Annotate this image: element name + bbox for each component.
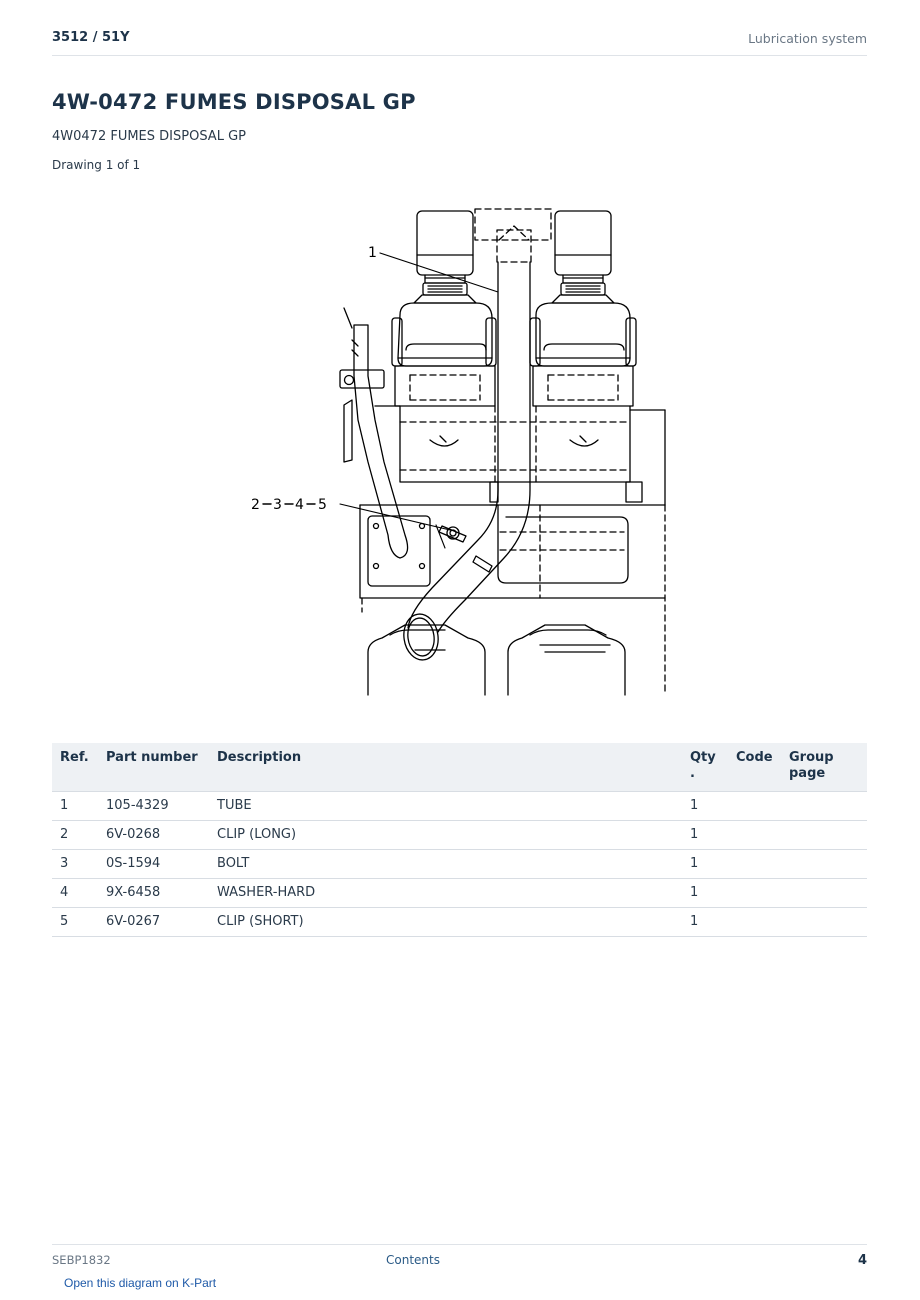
col-part-number: Part number bbox=[98, 743, 209, 792]
cell-qty: 1 bbox=[682, 849, 728, 879]
cell-code bbox=[728, 791, 781, 821]
callout-1: 1 bbox=[368, 245, 377, 261]
cell-description: TUBE bbox=[209, 791, 682, 821]
cell-ref: 3 bbox=[52, 849, 98, 879]
right-valve-cover bbox=[529, 302, 637, 407]
engine-block-front bbox=[359, 504, 666, 696]
cell-group-page bbox=[781, 878, 867, 908]
page-subtitle: 4W0472 FUMES DISPOSAL GP bbox=[52, 129, 246, 144]
table-header-row: Ref. Part number Description Qty. Code G… bbox=[52, 743, 867, 792]
cell-part-number: 6V-0267 bbox=[98, 907, 209, 937]
left-side-hose bbox=[339, 307, 409, 559]
cell-code bbox=[728, 878, 781, 908]
drawing-count: Drawing 1 of 1 bbox=[52, 158, 141, 172]
cell-description: BOLT bbox=[209, 849, 682, 879]
cell-description: WASHER-HARD bbox=[209, 878, 682, 908]
col-qty: Qty. bbox=[682, 743, 728, 792]
tee-connector bbox=[474, 208, 552, 263]
parts-diagram: 1 2 3 4 5 bbox=[251, 208, 666, 696]
col-ref: Ref. bbox=[52, 743, 98, 792]
open-kpart-link[interactable]: Open this diagram on K-Part bbox=[64, 1276, 217, 1290]
cell-part-number: 0S-1594 bbox=[98, 849, 209, 879]
cell-ref: 5 bbox=[52, 907, 98, 937]
cell-description: CLIP (LONG) bbox=[209, 820, 682, 850]
leader-line-2-5 bbox=[339, 503, 451, 531]
cell-ref: 2 bbox=[52, 820, 98, 850]
crankcase-lower bbox=[367, 624, 626, 696]
cell-group-page bbox=[781, 820, 867, 850]
cell-group-page bbox=[781, 907, 867, 937]
right-breather-filter bbox=[551, 210, 615, 304]
page-header: 3512 / 51Y Lubrication system bbox=[52, 28, 867, 56]
page-title: 4W-0472 FUMES DISPOSAL GP bbox=[52, 90, 416, 114]
cell-qty: 1 bbox=[682, 820, 728, 850]
cell-qty: 1 bbox=[682, 907, 728, 937]
cell-code bbox=[728, 849, 781, 879]
cell-qty: 1 bbox=[682, 791, 728, 821]
cell-ref: 1 bbox=[52, 791, 98, 821]
section-label: Lubrication system bbox=[748, 31, 867, 46]
page-number: 4 bbox=[857, 1253, 867, 1268]
cell-group-page bbox=[781, 791, 867, 821]
footer-divider bbox=[52, 1244, 867, 1245]
cylinder-head bbox=[374, 405, 666, 506]
main-tube bbox=[403, 261, 531, 661]
cell-part-number: 105-4329 bbox=[98, 791, 209, 821]
document-id: SEBP1832 bbox=[52, 1253, 111, 1267]
left-valve-cover bbox=[391, 302, 497, 407]
parts-table: Ref. Part number Description Qty. Code G… bbox=[52, 743, 867, 937]
cell-code bbox=[728, 820, 781, 850]
cell-qty: 1 bbox=[682, 878, 728, 908]
callout-5: 5 bbox=[318, 497, 327, 513]
cell-group-page bbox=[781, 849, 867, 879]
model-label: 3512 / 51Y bbox=[52, 30, 130, 45]
clip-assembly bbox=[438, 525, 493, 573]
callout-3: 3 bbox=[273, 497, 282, 513]
cell-ref: 4 bbox=[52, 878, 98, 908]
cell-part-number: 9X-6458 bbox=[98, 878, 209, 908]
leader-line-1 bbox=[379, 252, 499, 293]
cell-part-number: 6V-0268 bbox=[98, 820, 209, 850]
left-breather-filter bbox=[413, 210, 477, 304]
callout-4: 4 bbox=[295, 497, 304, 513]
callout-2: 2 bbox=[251, 497, 260, 513]
col-code: Code bbox=[728, 743, 781, 792]
cell-description: CLIP (SHORT) bbox=[209, 907, 682, 937]
cell-code bbox=[728, 907, 781, 937]
contents-link[interactable]: Contents bbox=[386, 1253, 440, 1267]
col-description: Description bbox=[209, 743, 682, 792]
